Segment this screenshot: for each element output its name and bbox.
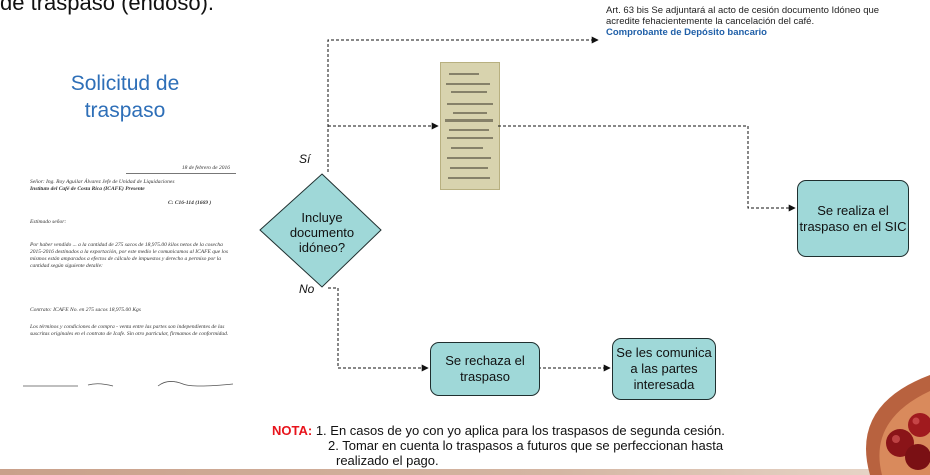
receipt-line [453,112,487,114]
bottom-decor-strip [0,469,930,475]
nota-line-2: 2. Tomar en cuenta lo traspasos a futuro… [328,438,724,453]
sic-transfer-box: Se realiza el traspaso en el SIC [797,180,909,257]
coffee-cherries-decor [866,375,930,475]
nota-line-3: realizado el pago. [336,453,439,468]
signature-lines [23,381,234,387]
decision-diamond [259,173,382,288]
nota-line-1: 1. En casos de yo con yo aplica para los… [315,423,725,438]
connector-to-note [327,36,599,172]
article-note: Art. 63 bis Se adjuntará al acto de cesi… [606,5,896,38]
nota-block: NOTA: 1. En casos de yo con yo aplica pa… [272,423,872,468]
connector-no-to-rechaza [328,287,429,372]
letter-rule [126,173,236,174]
solicitud-title: Solicitud de traspaso [70,72,180,122]
notify-parties-text: Se les comunica a las partes interesada [616,345,712,392]
letter-contract: Contrato: ICAFE No. en 275 sacos 18,975.… [30,307,141,313]
article-note-highlight: Comprobante de Depósito bancario [606,27,767,38]
letter-greeting: Estimado señor: [30,219,67,225]
decision-text: Incluye documento idóneo? [289,210,355,255]
reject-transfer-text: Se rechaza el traspaso [445,353,525,384]
deposit-receipt-scan [440,62,500,190]
letter-terms: Los términos y condiciones de compra - v… [30,324,229,337]
receipt-line [448,177,490,179]
slide-heading: de traspaso (endoso). [0,0,215,15]
letter-address: Señor: Ing. Roy Aguilar Álvarez Jefe de … [30,179,175,193]
sic-transfer-text: Se realiza el traspaso en el SIC [799,202,907,234]
receipt-line [450,167,488,169]
receipt-line [447,157,491,159]
receipt-line [445,119,493,122]
receipt-line [446,83,490,85]
request-letter-scan: 18 de febrero de 2016 Señor: Ing. Roy Ag… [8,162,240,392]
notify-parties-box: Se les comunica a las partes interesada [612,338,716,400]
article-note-text: Art. 63 bis Se adjuntará al acto de cesi… [606,5,880,27]
reject-transfer-box: Se rechaza el traspaso [430,342,540,396]
nota-label: NOTA: [272,423,313,438]
letter-date: 18 de febrero de 2016 [181,165,230,171]
receipt-line [449,129,489,131]
letter-body: Por haber vendido ... a la cantidad de 2… [30,242,228,269]
no-label: No [299,282,315,296]
receipt-line [447,137,493,139]
receipt-line [451,91,487,93]
letter-addressee: Señor: Ing. Roy Aguilar Álvarez Jefe de … [30,179,175,185]
receipt-line [451,147,483,149]
receipt-line [447,103,493,105]
receipt-line [449,73,479,75]
letter-institution: Instituto del Café de Costa Rica (ICAFE)… [30,186,145,192]
yes-label: Sí [299,152,311,166]
connector-receipt-to-sic [498,125,796,212]
letter-reference: C: C16-114 (1669 ) [168,200,212,206]
